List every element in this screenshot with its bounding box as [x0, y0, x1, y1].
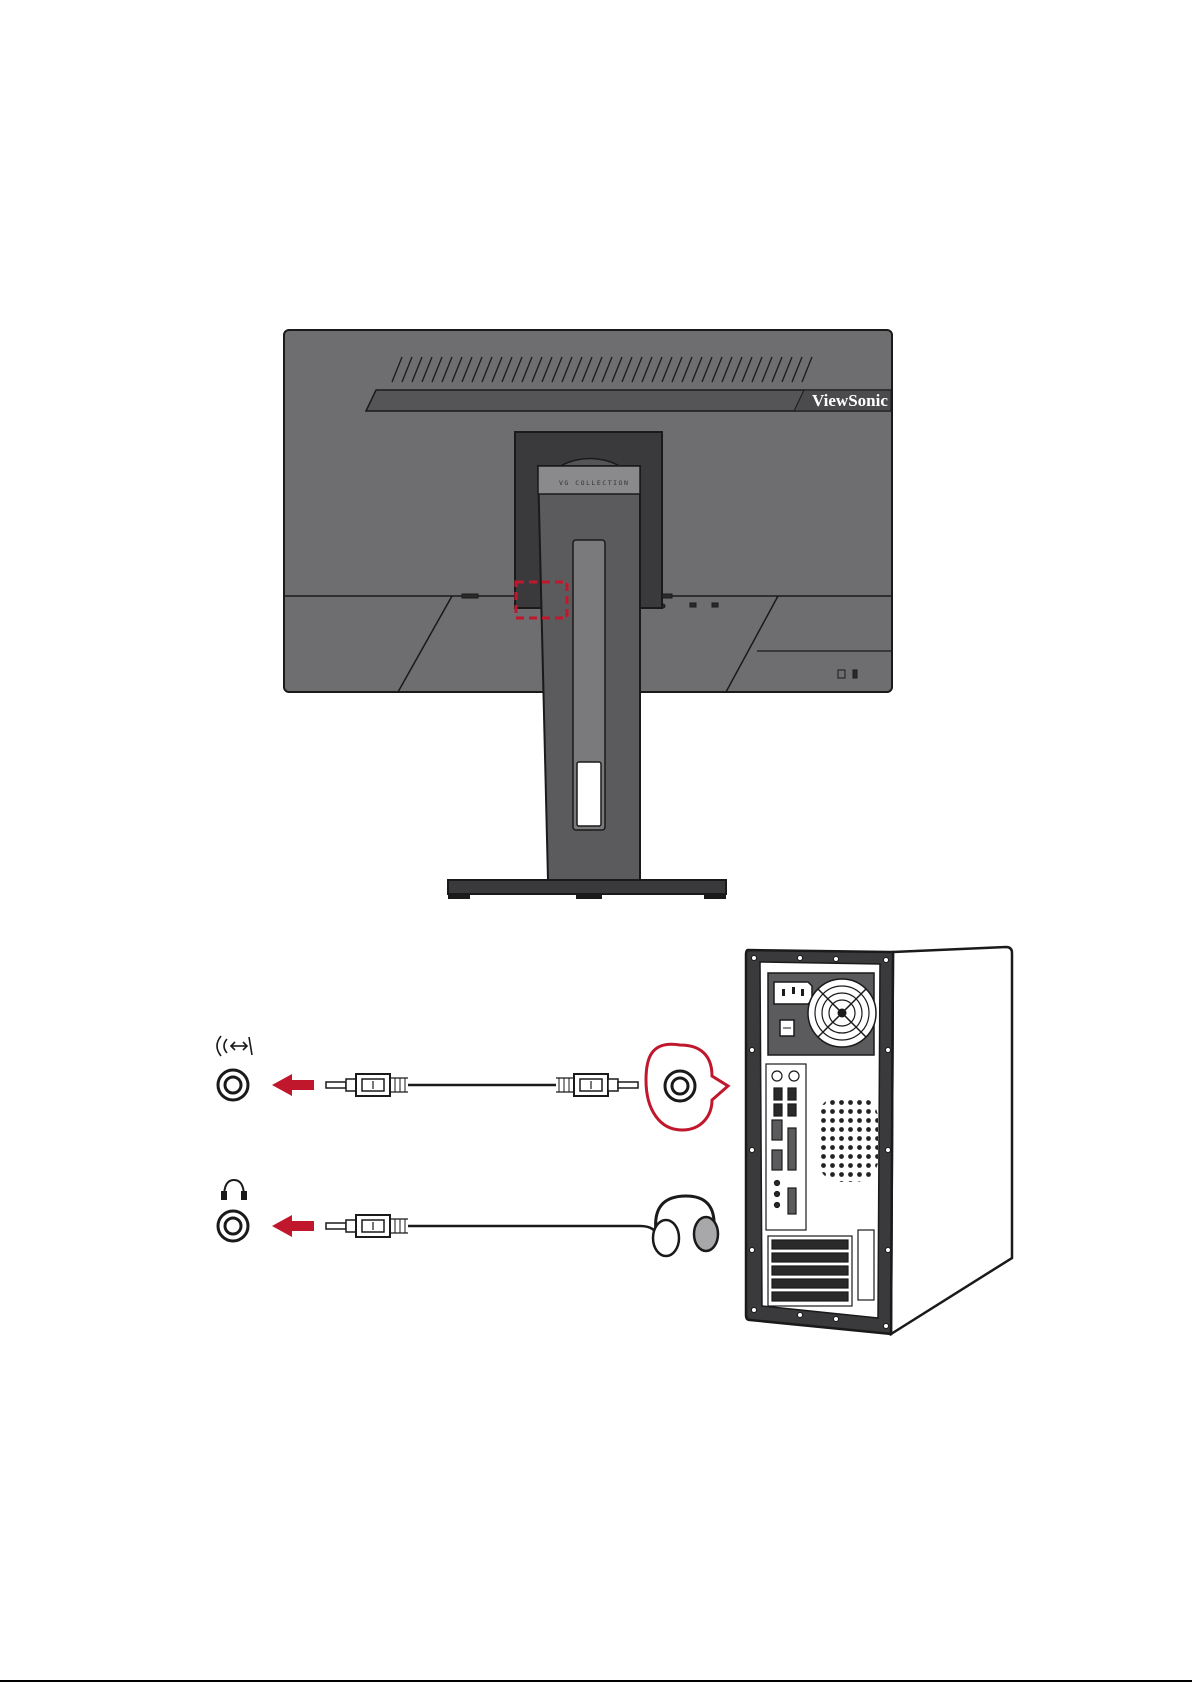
computer-audio-out-callout [646, 1044, 728, 1130]
headphone-plug [326, 1215, 408, 1237]
computer-audio-out-jack-icon [665, 1071, 695, 1101]
page-footer-rule [0, 1680, 1192, 1682]
monitor-brand-logo: ViewSonic [812, 391, 888, 410]
headphone-jack-icon [218, 1211, 248, 1241]
audio-plug-left [326, 1074, 408, 1096]
headphones-icon [653, 1196, 718, 1256]
insert-arrow-icon [272, 1215, 314, 1237]
computer-tower [746, 947, 1012, 1334]
headphone-cable [326, 1196, 718, 1256]
insert-arrow-icon [272, 1074, 314, 1096]
headphone-icon [222, 1180, 246, 1199]
monitor-rear-view: ViewSonic VG COLLECTION [284, 330, 892, 899]
psu-fan-icon [808, 979, 876, 1047]
audio-in-port [217, 1036, 252, 1100]
expansion-slots [768, 1230, 874, 1306]
io-panel [766, 1064, 806, 1230]
headphone-port [218, 1180, 248, 1241]
audio-cable [326, 1074, 638, 1096]
stand-collection-label: VG COLLECTION [559, 479, 629, 487]
power-supply [768, 973, 876, 1055]
case-fan-grill [818, 1096, 878, 1182]
audio-in-jack-icon [218, 1070, 248, 1100]
audio-in-icon [217, 1036, 252, 1056]
audio-plug-right [556, 1074, 638, 1096]
